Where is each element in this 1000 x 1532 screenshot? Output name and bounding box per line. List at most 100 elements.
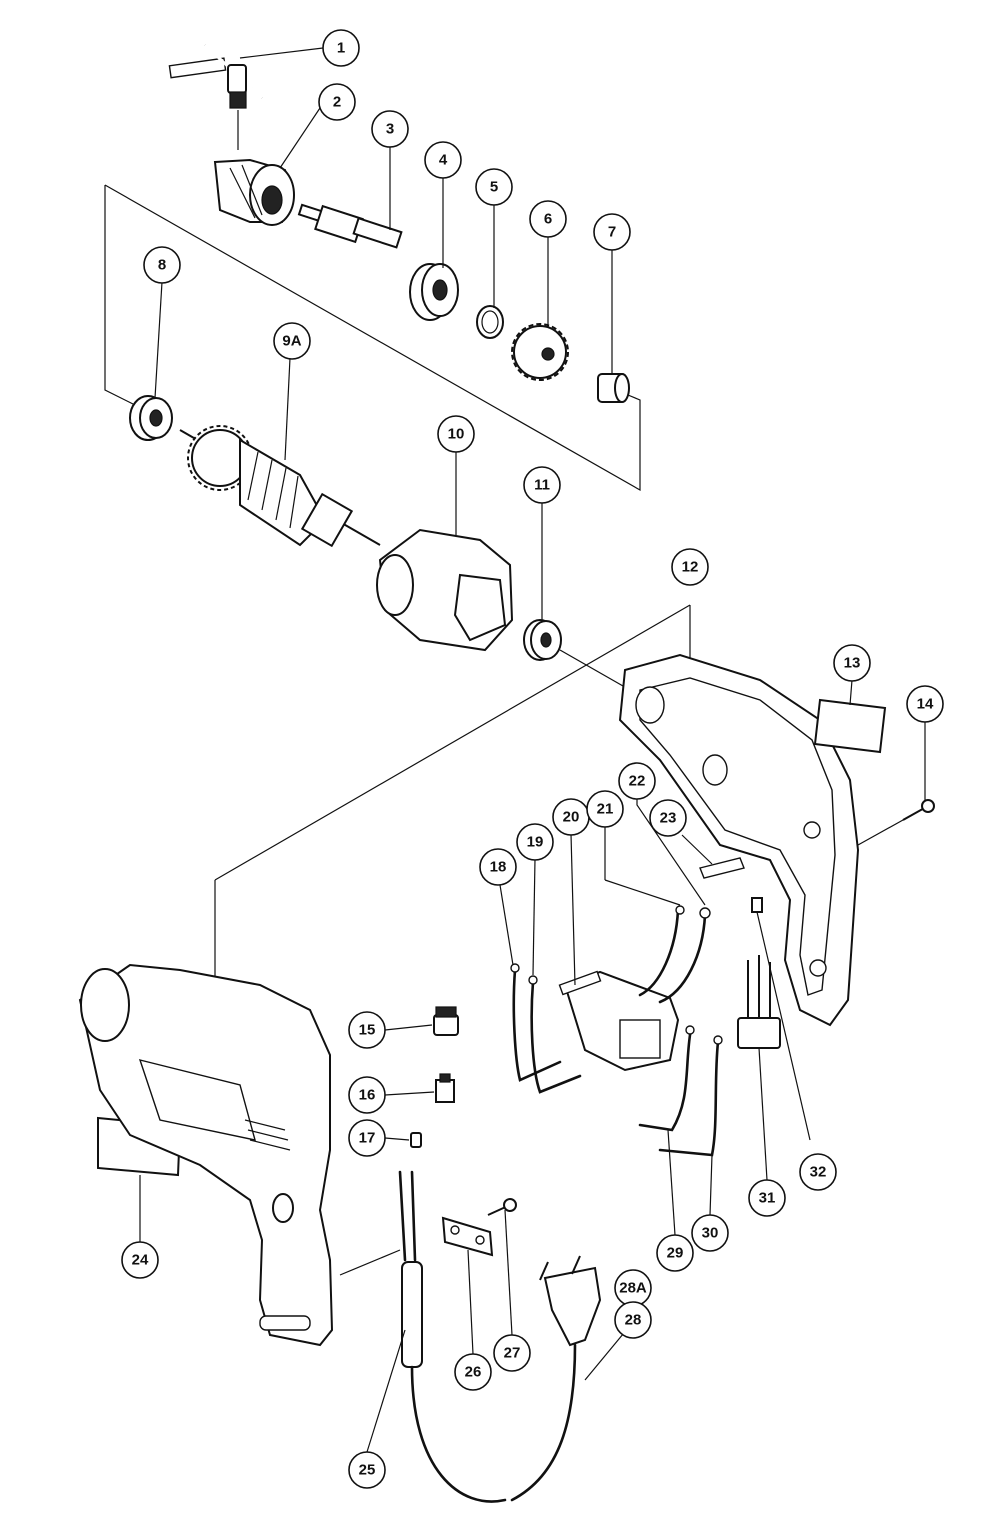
- housing-half-right: [618, 653, 860, 1027]
- callout-13: 13: [833, 644, 871, 682]
- callout-10: 10: [437, 415, 475, 453]
- svg-text:21: 21: [597, 801, 614, 818]
- svg-text:27: 27: [504, 1345, 521, 1362]
- cord-armor: [339, 1170, 507, 1503]
- svg-text:13: 13: [844, 655, 861, 672]
- callout-31: 31: [748, 1179, 786, 1217]
- svg-text:4: 4: [439, 152, 448, 169]
- ball-bearing-11: [523, 619, 562, 661]
- svg-text:28: 28: [625, 1312, 642, 1329]
- callout-4: 4: [424, 141, 462, 179]
- callout-19: 19: [516, 823, 554, 861]
- tapping-screw-14: [857, 799, 935, 846]
- svg-text:3: 3: [386, 121, 394, 138]
- svg-text:20: 20: [563, 809, 580, 826]
- svg-text:29: 29: [667, 1245, 684, 1262]
- svg-text:8: 8: [158, 257, 166, 274]
- svg-text:32: 32: [810, 1164, 827, 1181]
- svg-text:9A: 9A: [282, 333, 301, 350]
- svg-text:7: 7: [608, 224, 616, 241]
- callout-1: 1: [322, 29, 360, 67]
- housing-half-left: [78, 963, 334, 1347]
- svg-text:18: 18: [490, 859, 507, 876]
- noise-suppressor: [737, 955, 781, 1049]
- callout-18: 18: [479, 848, 517, 886]
- gear: [511, 323, 569, 381]
- callout-6: 6: [529, 200, 567, 238]
- callout-32: 32: [799, 1153, 837, 1191]
- label-plate-13: [813, 698, 887, 754]
- callout-8: 8: [143, 246, 181, 284]
- callout-9a: 9A: [273, 322, 311, 360]
- callout-26: 26: [454, 1353, 492, 1391]
- svg-text:14: 14: [917, 696, 934, 713]
- svg-text:26: 26: [465, 1364, 482, 1381]
- power-plug: [510, 1255, 602, 1502]
- internal-wire-21: [638, 905, 685, 997]
- internal-wire-22: [658, 907, 711, 1004]
- drill-chuck: [213, 158, 295, 226]
- callout-12: 12: [671, 548, 709, 586]
- callout-25: 25: [348, 1451, 386, 1489]
- callout-3: 3: [371, 110, 409, 148]
- svg-text:22: 22: [629, 773, 646, 790]
- svg-text:16: 16: [359, 1087, 376, 1104]
- assembly-lines: [104, 184, 691, 1000]
- tapping-screw-27: [487, 1198, 517, 1216]
- svg-text:30: 30: [702, 1225, 719, 1242]
- chuck-key: [168, 43, 264, 150]
- callout-11: 11: [523, 466, 561, 504]
- retaining-ring: [476, 305, 504, 339]
- brush-holder: [435, 1073, 455, 1103]
- carbon-brush: [410, 1132, 422, 1148]
- internal-wire-30: [658, 1035, 723, 1157]
- callout-29: 29: [656, 1234, 694, 1272]
- callout-2: 2: [318, 83, 356, 121]
- callout-27: 27: [493, 1334, 531, 1372]
- leader-lines: [139, 47, 926, 1453]
- callout-24: 24: [121, 1241, 159, 1279]
- svg-text:1: 1: [337, 40, 345, 57]
- svg-text:24: 24: [132, 1252, 149, 1269]
- callout-20: 20: [552, 798, 590, 836]
- callout-28: 28: [614, 1301, 652, 1339]
- cord-clip: [441, 1216, 494, 1257]
- name-plate-23: [699, 857, 745, 879]
- internal-wire-29: [638, 1025, 695, 1132]
- stator: [376, 528, 514, 652]
- callout-7: 7: [593, 213, 631, 251]
- callout-28a: 28A: [614, 1269, 652, 1307]
- svg-text:28A: 28A: [619, 1280, 647, 1297]
- svg-text:25: 25: [359, 1462, 376, 1479]
- callout-17: 17: [348, 1119, 386, 1157]
- svg-text:15: 15: [359, 1022, 376, 1039]
- armature: [179, 425, 381, 548]
- callout-22: 22: [618, 762, 656, 800]
- svg-text:6: 6: [544, 211, 552, 228]
- callout-30: 30: [691, 1214, 729, 1252]
- svg-text:5: 5: [490, 179, 498, 196]
- ball-bearing-4: [409, 263, 459, 321]
- svg-text:11: 11: [534, 477, 550, 494]
- svg-text:17: 17: [359, 1130, 376, 1147]
- internal-wire-18: [510, 963, 562, 1082]
- callout-21: 21: [586, 790, 624, 828]
- spindle: [297, 203, 403, 249]
- svg-text:23: 23: [660, 810, 677, 827]
- callout-5: 5: [475, 168, 513, 206]
- ball-bearing-8: [129, 395, 173, 441]
- brush-cap: [433, 1006, 459, 1036]
- callout-23: 23: [649, 799, 687, 837]
- callout-16: 16: [348, 1076, 386, 1114]
- internal-wire-19: [528, 975, 582, 1094]
- svg-text:10: 10: [448, 426, 465, 443]
- switch: [558, 970, 680, 1072]
- svg-text:2: 2: [333, 94, 341, 111]
- terminal: [751, 897, 811, 1141]
- svg-text:19: 19: [527, 834, 544, 851]
- callout-14: 14: [906, 685, 944, 723]
- sleeve: [597, 373, 630, 403]
- callout-15: 15: [348, 1011, 386, 1049]
- svg-text:12: 12: [682, 559, 699, 576]
